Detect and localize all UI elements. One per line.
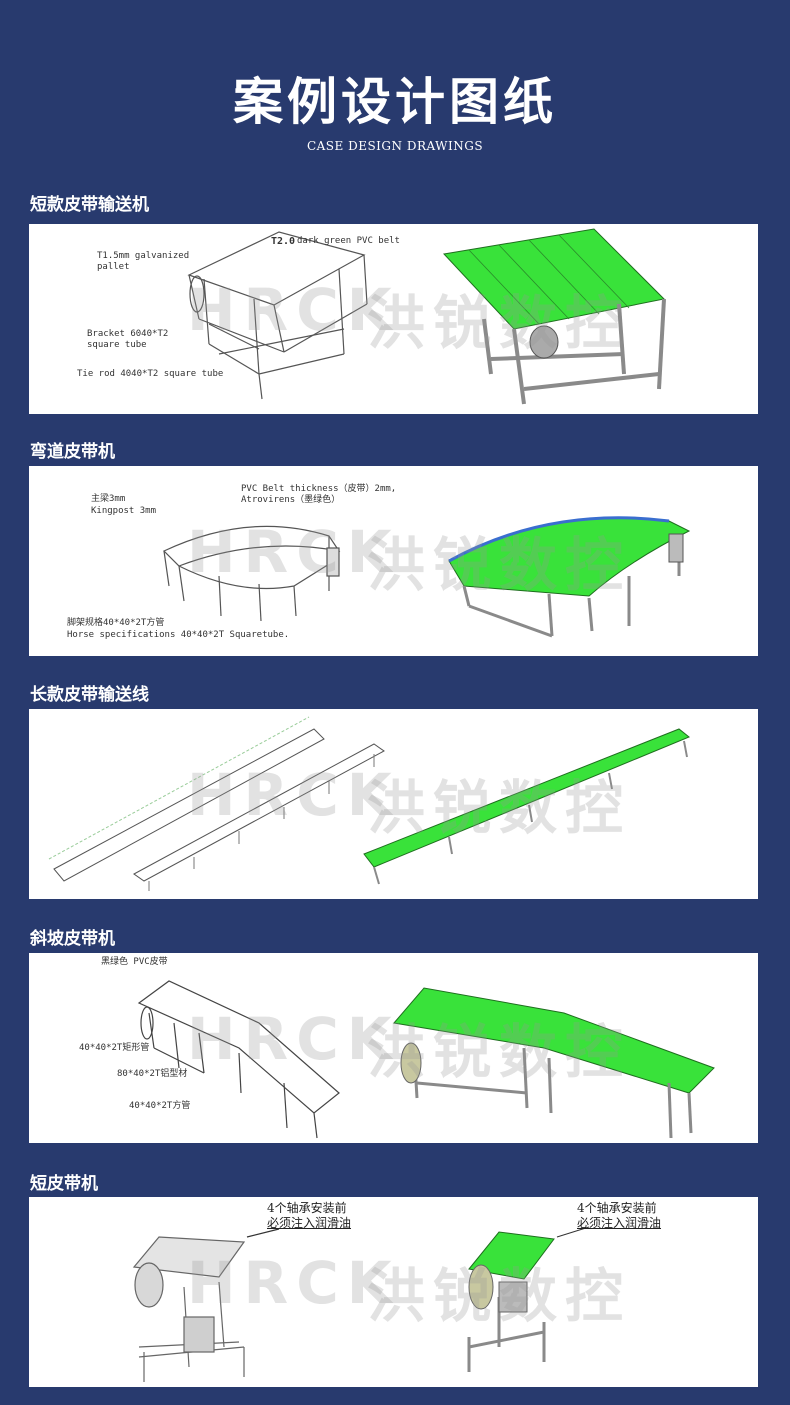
annotation-kingpost-cn: 主梁3mm — [91, 494, 126, 504]
annotation-bracket: Bracket 6040*T2 — [87, 329, 169, 339]
annotation-legs: Horse specifications 40*40*2T Squaretube… — [67, 630, 290, 640]
annotation-legs-cn: 脚架规格40*40*2T方管 — [67, 618, 165, 628]
short-conveyor-line-drawing — [187, 231, 368, 400]
watermark-chinese: 洪锐数控 — [367, 1018, 632, 1086]
watermark-chinese: 洪锐数控 — [367, 774, 632, 842]
drawing-panel-curve-belt-conveyor: HRCK 洪锐数控 主梁3mm Kingpost 3mm PVC Belt th… — [29, 466, 758, 656]
long-conveyor-line-drawing — [48, 716, 385, 891]
watermark-chinese: 洪锐数控 — [367, 1262, 632, 1330]
watermark-chinese: 洪锐数控 — [367, 289, 632, 357]
page-title: 案例设计图纸 — [233, 73, 557, 131]
annotation-pvc-belt: 黑绿色 PVC皮带 — [101, 957, 168, 967]
section-title-curve-belt-conveyor: 弯道皮带机 — [30, 442, 115, 462]
page-subtitle: CASE DESIGN DRAWINGS — [306, 139, 484, 153]
drawing-panel-long-belt-line: HRCK 洪锐数控 — [29, 709, 758, 899]
drawing-panel-incline-belt-conveyor: HRCK 洪锐数控 黑绿色 PVC皮带 40*40*2T矩形管 80*40*2T… — [29, 953, 758, 1143]
annotation-bearing-right: 4个轴承安装前 — [577, 1201, 657, 1215]
short-conveyor-drawings — [187, 228, 666, 405]
annotation-rect-tube: 40*40*2T矩形管 — [79, 1043, 150, 1053]
annotation-thickness: T2.0 — [271, 236, 296, 247]
curve-conveyor-drawings — [162, 516, 691, 638]
annotation-pallet-2: pallet — [97, 262, 130, 272]
section-title-short-belt-conveyor: 短款皮带输送机 — [30, 195, 149, 215]
annotation-kingpost: Kingpost 3mm — [91, 506, 157, 516]
drawing-panel-short-belt-conveyor: HRCK 洪锐数控 T1.5mm galvanized pallet T2.0 … — [29, 224, 758, 414]
annotation-belt: dark green PVC belt — [297, 236, 400, 246]
short-belt-machine-line-drawing — [132, 1228, 280, 1382]
curve-conveyor-3d-render — [448, 516, 691, 638]
annotation-aluminum-profile: 80*40*2T铝型材 — [117, 1069, 188, 1079]
watermark-latin: HRCK — [187, 1005, 400, 1073]
section-title-short-belt-machine: 短皮带机 — [30, 1174, 98, 1194]
curve-conveyor-line-drawing — [162, 525, 341, 622]
watermark-latin: HRCK — [187, 761, 400, 829]
short-belt-machine-drawings — [132, 1226, 590, 1382]
short-belt-machine-3d-render — [467, 1226, 590, 1372]
short-conveyor-3d-render — [442, 228, 666, 405]
watermark-latin: HRCK — [187, 1249, 400, 1317]
watermark-chinese: 洪锐数控 — [367, 531, 632, 599]
annotation-belt-thickness: PVC Belt thickness（皮带）2mm, — [241, 484, 397, 494]
long-conveyor-drawings — [48, 716, 690, 891]
watermark-latin: HRCK — [187, 518, 400, 586]
section-title-long-belt-line: 长款皮带输送线 — [30, 685, 149, 705]
section-title-incline-belt-conveyor: 斜坡皮带机 — [30, 929, 115, 949]
annotation-tie-rod: Tie rod 4040*T2 square tube — [77, 369, 224, 379]
incline-conveyor-drawings — [137, 980, 715, 1139]
watermark-latin: HRCK — [187, 276, 400, 344]
annotation-bearing-left: 4个轴承安装前 — [267, 1201, 347, 1215]
long-conveyor-3d-render — [363, 728, 690, 885]
incline-conveyor-line-drawing — [137, 980, 340, 1139]
incline-conveyor-3d-render — [393, 987, 715, 1139]
annotation-pallet: T1.5mm galvanized — [97, 251, 190, 261]
header: 案例设计图纸 CASE DESIGN DRAWINGS — [0, 0, 790, 180]
annotation-belt-color: Atrovirens（墨绿色） — [241, 495, 341, 505]
annotation-square-tube: 40*40*2T方管 — [129, 1101, 191, 1111]
annotation-bracket-2: square tube — [87, 340, 147, 350]
drawing-panel-short-belt-machine: HRCK 洪锐数控 4个轴承安装前 必须注入润滑油 4个轴承安装前 必须注入润滑… — [29, 1197, 758, 1387]
annotation-lubricate-right: 必须注入润滑油 — [577, 1216, 662, 1230]
annotation-lubricate-left: 必须注入润滑油 — [267, 1216, 352, 1230]
